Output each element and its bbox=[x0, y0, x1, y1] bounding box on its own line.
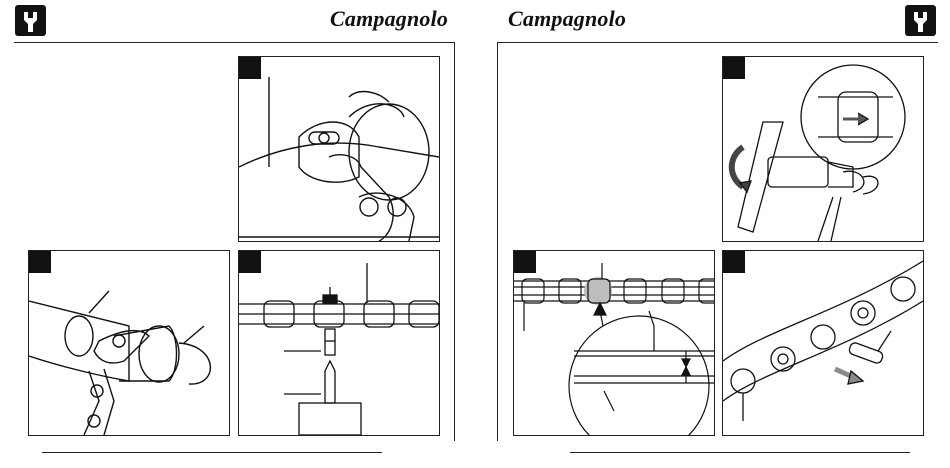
panel-marker bbox=[29, 251, 51, 273]
panel-tool-rotation bbox=[722, 56, 924, 242]
panel-marker bbox=[723, 57, 745, 79]
chain-closeup-illustration bbox=[239, 57, 439, 241]
panel-marker bbox=[723, 251, 745, 273]
panel-marker bbox=[239, 251, 261, 273]
footer-rule-left bbox=[42, 452, 382, 453]
chain-in-tool-illustration bbox=[29, 251, 229, 435]
panel-gap-magnified bbox=[513, 250, 715, 436]
gap-magnified-illustration bbox=[514, 251, 714, 435]
panel-chain-closeup bbox=[238, 56, 440, 242]
brand-logo-left: Campagnolo bbox=[330, 6, 448, 32]
panel-pin-insertion bbox=[722, 250, 924, 436]
panel-pin-press-diagram bbox=[238, 250, 440, 436]
pin-press-diagram bbox=[239, 251, 439, 435]
panel-marker bbox=[514, 251, 536, 273]
pin-insertion-illustration bbox=[723, 251, 923, 435]
panel-chain-in-tool bbox=[28, 250, 230, 436]
brand-logo-right: Campagnolo bbox=[508, 6, 626, 32]
wrench-icon bbox=[905, 5, 936, 36]
panel-marker bbox=[239, 57, 261, 79]
tool-rotation-illustration bbox=[723, 57, 923, 241]
footer-rule-right bbox=[570, 452, 910, 453]
wrench-icon bbox=[15, 5, 46, 36]
